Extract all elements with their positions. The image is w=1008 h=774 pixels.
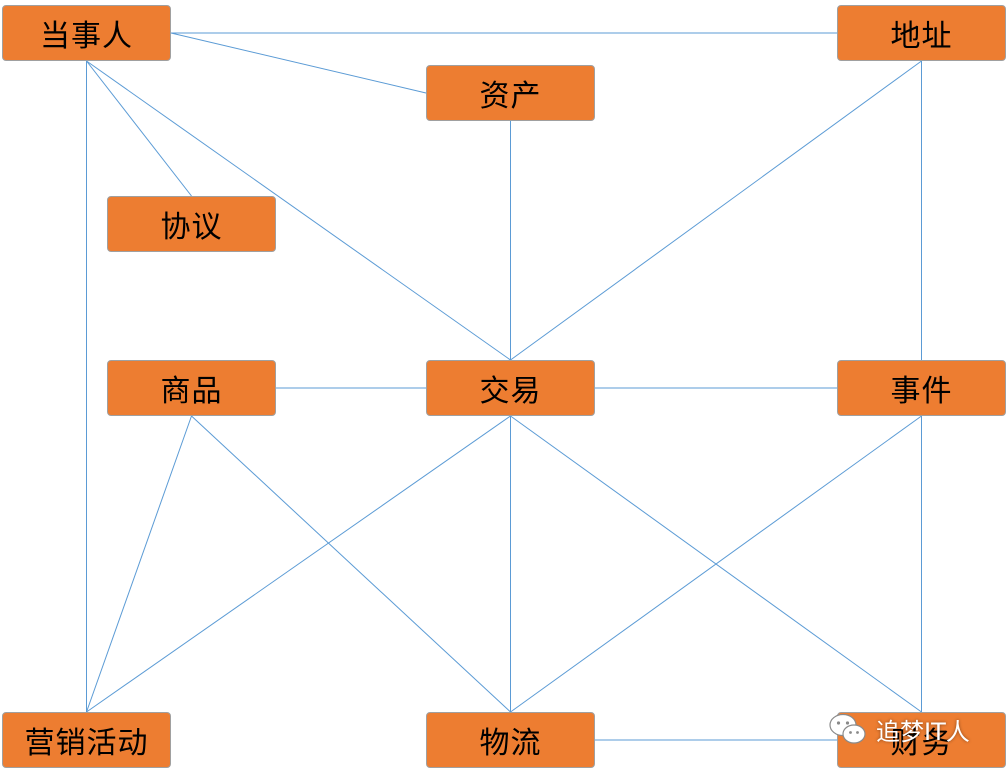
node-shangpin: 商品	[107, 360, 276, 416]
node-wuliu: 物流	[426, 712, 595, 768]
node-label: 事件	[890, 374, 953, 409]
watermark: 追梦IT人	[828, 706, 970, 752]
node-xieyi: 协议	[107, 196, 276, 252]
node-label: 财务	[890, 726, 953, 761]
watermark-text: 追梦IT人	[876, 717, 970, 746]
node-dizhi: 地址	[837, 5, 1006, 61]
wechat-icon	[829, 713, 866, 744]
edge-dizhi-jiaoyi	[510, 60, 922, 361]
node-caiwu: 财务	[837, 712, 1006, 768]
node-jiaoyi: 交易	[426, 360, 595, 416]
node-dangshiren: 当事人	[2, 5, 171, 61]
node-label: 商品	[160, 374, 223, 409]
node-shijian: 事件	[837, 360, 1006, 416]
edge-dangshiren-zichan	[170, 32, 427, 94]
node-label: 协议	[160, 210, 223, 245]
node-label: 交易	[479, 374, 542, 409]
edge-dangshiren-xieyi	[86, 60, 192, 197]
edge-jiaoyi-yingxiao	[86, 415, 511, 713]
edge-dangshiren-jiaoyi	[86, 60, 511, 361]
node-zichan: 资产	[426, 65, 595, 121]
edge-shangpin-yingxiao	[86, 415, 192, 713]
edge-shangpin-wuliu	[191, 415, 511, 713]
node-yingxiao: 营销活动	[2, 712, 171, 768]
node-label: 营销活动	[24, 726, 149, 761]
node-label: 当事人	[40, 19, 133, 54]
node-label: 地址	[890, 19, 953, 54]
node-label: 物流	[479, 726, 542, 761]
edge-shijian-wuliu	[510, 415, 922, 713]
node-label: 资产	[479, 79, 542, 114]
